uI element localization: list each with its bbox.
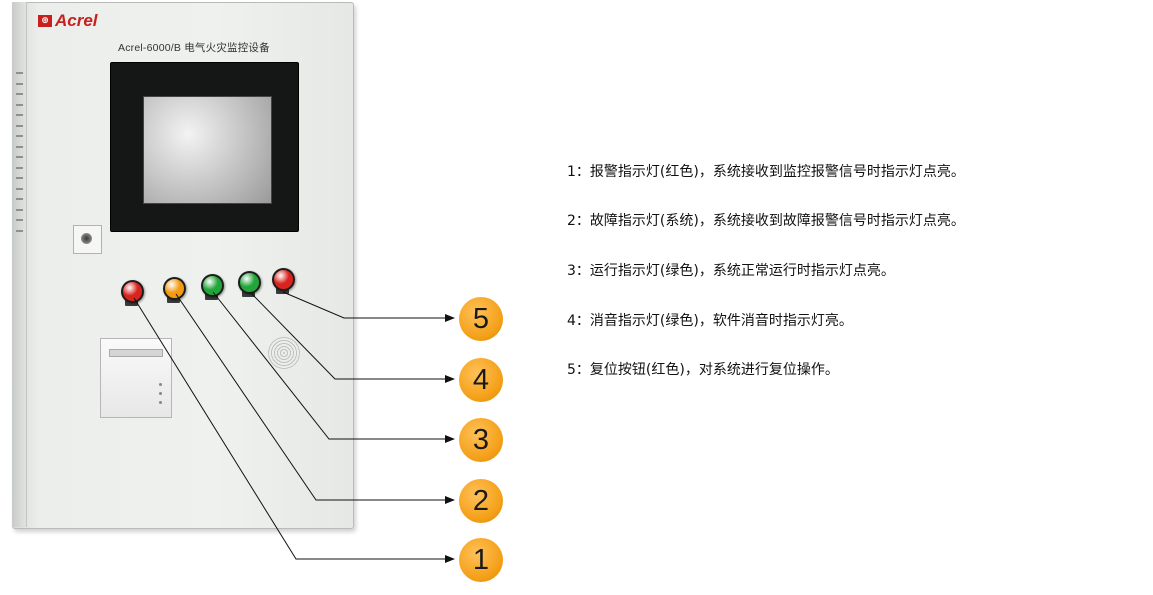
vent-slot	[16, 82, 23, 85]
vent-slot	[16, 187, 23, 190]
description-item-5: 5：复位按钮(红色)，对系统进行复位操作。	[567, 362, 839, 378]
vent-slot	[16, 145, 23, 148]
run-indicator-lamp	[201, 274, 224, 297]
callout-badge-3: 3	[459, 418, 503, 462]
touchscreen-display	[143, 96, 272, 204]
vent-slot	[16, 103, 23, 106]
printer-led-icon	[159, 392, 162, 395]
vent-slot	[16, 156, 23, 158]
printer-led-icon	[159, 383, 162, 386]
vent-slot	[16, 229, 23, 232]
vent-slot	[16, 124, 23, 127]
brand-name: Acrel	[55, 11, 98, 30]
leader-line-2	[175, 293, 455, 504]
vent-slot	[16, 219, 23, 221]
leader-line-1	[133, 297, 455, 563]
reset-button[interactable]	[272, 268, 295, 291]
description-item-1: 1：报警指示灯(红色)，系统接收到监控报警信号时指示灯点亮。	[567, 164, 965, 180]
printer-paper-slot	[109, 349, 163, 357]
mute-indicator-lamp	[238, 271, 261, 294]
leader-line-5	[282, 291, 455, 322]
fault-indicator-lamp	[163, 277, 186, 300]
callout-badge-2: 2	[459, 479, 503, 523]
vent-slot	[16, 72, 23, 74]
buzzer-speaker	[268, 337, 300, 369]
callout-badge-1: 1	[459, 538, 503, 582]
vent-slot	[16, 166, 23, 169]
vent-slot	[16, 93, 23, 95]
vent-slot	[16, 198, 23, 200]
printer-led-icon	[159, 401, 162, 404]
description-item-2: 2：故障指示灯(系统)，系统接收到故障报警信号时指示灯点亮。	[567, 213, 965, 229]
lock-icon	[81, 233, 92, 244]
vent-slot	[16, 177, 23, 179]
alarm-indicator-lamp	[121, 280, 144, 303]
vent-slot	[16, 114, 23, 116]
key-lock	[73, 225, 102, 254]
vent-slot	[16, 208, 23, 211]
cabinet-side-panel	[12, 2, 27, 527]
leader-line-3	[212, 291, 455, 443]
logo-mark-icon: ⊕	[38, 15, 52, 27]
callout-badge-4: 4	[459, 358, 503, 402]
callout-badge-5: 5	[459, 297, 503, 341]
model-label: Acrel-6000/B 电气火灾监控设备	[118, 42, 270, 54]
description-item-3: 3：运行指示灯(绿色)，系统正常运行时指示灯点亮。	[567, 263, 895, 279]
vent-slot	[16, 135, 23, 137]
description-item-4: 4：消音指示灯(绿色)，软件消音时指示灯亮。	[567, 313, 853, 329]
leader-line-4	[249, 291, 455, 383]
thermal-printer	[100, 338, 172, 418]
brand-logo: ⊕ Acrel	[38, 11, 98, 31]
